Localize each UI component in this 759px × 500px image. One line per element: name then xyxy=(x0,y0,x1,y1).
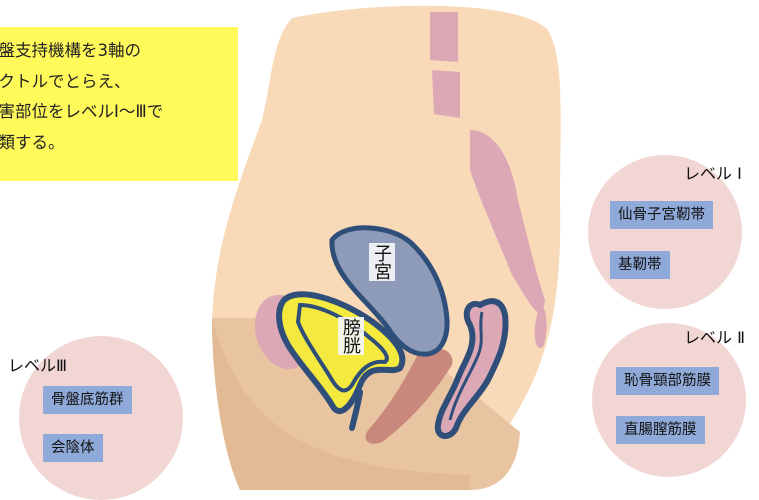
summary-note-line: 骨盤支持機構を3軸の xyxy=(0,36,238,67)
level3-item: 骨盤底筋群 xyxy=(43,386,132,414)
level1-title: レベル Ⅰ xyxy=(684,160,742,184)
level3-title: レベルⅢ xyxy=(8,352,67,376)
uterus-label: 子宮 xyxy=(369,243,395,281)
summary-note: 骨盤支持機構を3軸の ベクトルでとらえ、 障害部位をレベルⅠ～Ⅲで 分類する。 xyxy=(0,27,238,181)
summary-note-line: 障害部位をレベルⅠ～Ⅲで xyxy=(0,97,238,128)
level1-item: 基靭帯 xyxy=(610,251,670,279)
spine-vertebra-2 xyxy=(432,70,460,118)
level3-item: 会陰体 xyxy=(43,434,103,462)
level1-item: 仙骨子宮靭帯 xyxy=(610,201,713,229)
level2-item: 直腸膣筋膜 xyxy=(616,416,705,444)
summary-note-line: 分類する。 xyxy=(0,128,238,159)
bladder-label: 膀胱 xyxy=(338,317,364,355)
summary-note-line: ベクトルでとらえ、 xyxy=(0,67,238,98)
level2-title: レベル Ⅱ xyxy=(684,324,745,348)
spine-vertebra-top xyxy=(430,12,458,62)
level2-item: 恥骨頸部筋膜 xyxy=(616,367,719,395)
